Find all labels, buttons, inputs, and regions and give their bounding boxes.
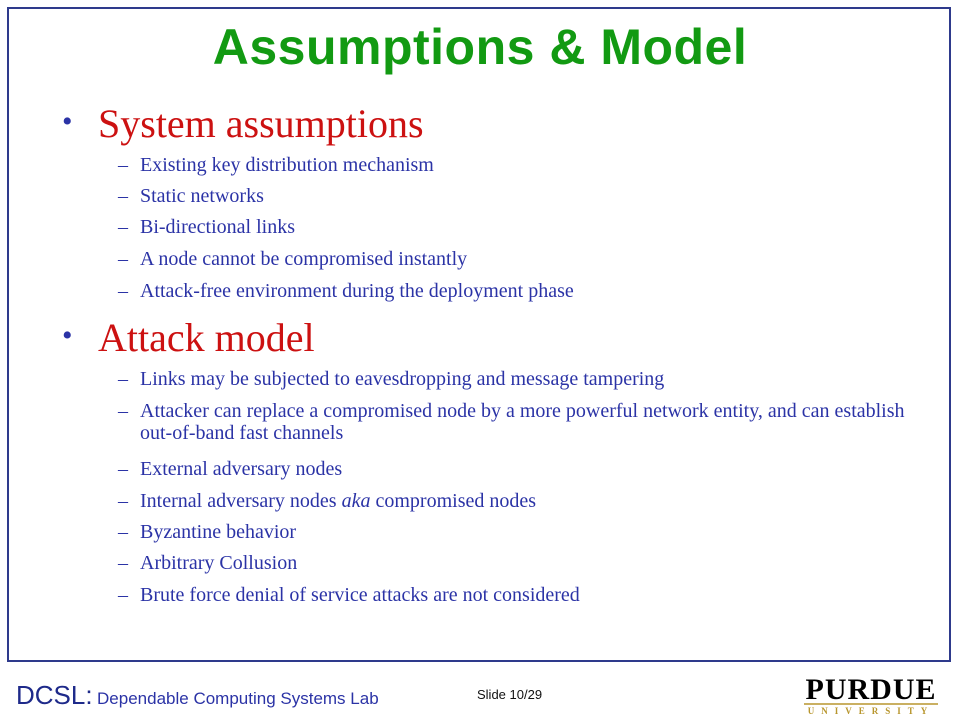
list-item: –Existing key distribution mechanism [118, 154, 434, 176]
logo-bottom-text: UNIVERSITY [808, 706, 935, 716]
section-heading-text: System assumptions [98, 101, 424, 146]
slide-number: Slide 10/29 [477, 687, 543, 702]
dash-icon: – [118, 280, 128, 302]
dash-icon: – [118, 521, 128, 543]
slide-frame [7, 7, 951, 662]
dash-icon: – [118, 552, 128, 574]
dash-icon: – [118, 248, 128, 270]
list-item: –Attacker can replace a compromised node… [118, 400, 905, 444]
list-item: –Bi-directional links [118, 216, 295, 238]
list-item: –A node cannot be compromised instantly [118, 248, 468, 270]
lab-full-name: Dependable Computing Systems Lab [97, 689, 379, 708]
slide-title: Assumptions & Model [212, 19, 748, 75]
purdue-logo-icon: PURDUE UNIVERSITY [800, 672, 942, 716]
section-heading-text: Attack model [98, 315, 315, 360]
dash-icon: – [118, 490, 128, 512]
lab-abbreviation: DCSL: [16, 680, 93, 710]
list-item: –External adversary nodes [118, 458, 343, 480]
list-item: –Internal adversary nodes aka compromise… [118, 490, 537, 512]
section-heading-system-assumptions: • System assumptions [62, 100, 424, 147]
bullet-icon: • [62, 105, 73, 138]
list-item: –Brute force denial of service attacks a… [118, 584, 580, 606]
footer-lab-name: DCSL: Dependable Computing Systems Lab [16, 680, 379, 711]
list-item: –Static networks [118, 185, 264, 207]
dash-icon: – [118, 584, 128, 606]
bullet-icon: • [62, 319, 73, 352]
section-heading-attack-model: • Attack model [62, 314, 315, 361]
list-item: –Arbitrary Collusion [118, 552, 298, 574]
logo-top-text: PURDUE [806, 673, 937, 706]
dash-icon: – [118, 154, 128, 176]
list-item: –Links may be subjected to eavesdropping… [118, 368, 665, 390]
dash-icon: – [118, 458, 128, 480]
dash-icon: – [118, 216, 128, 238]
dash-icon: – [118, 185, 128, 207]
list-item: –Attack-free environment during the depl… [118, 280, 574, 302]
list-item: –Byzantine behavior [118, 521, 297, 543]
dash-icon: – [118, 400, 128, 422]
dash-icon: – [118, 368, 128, 390]
